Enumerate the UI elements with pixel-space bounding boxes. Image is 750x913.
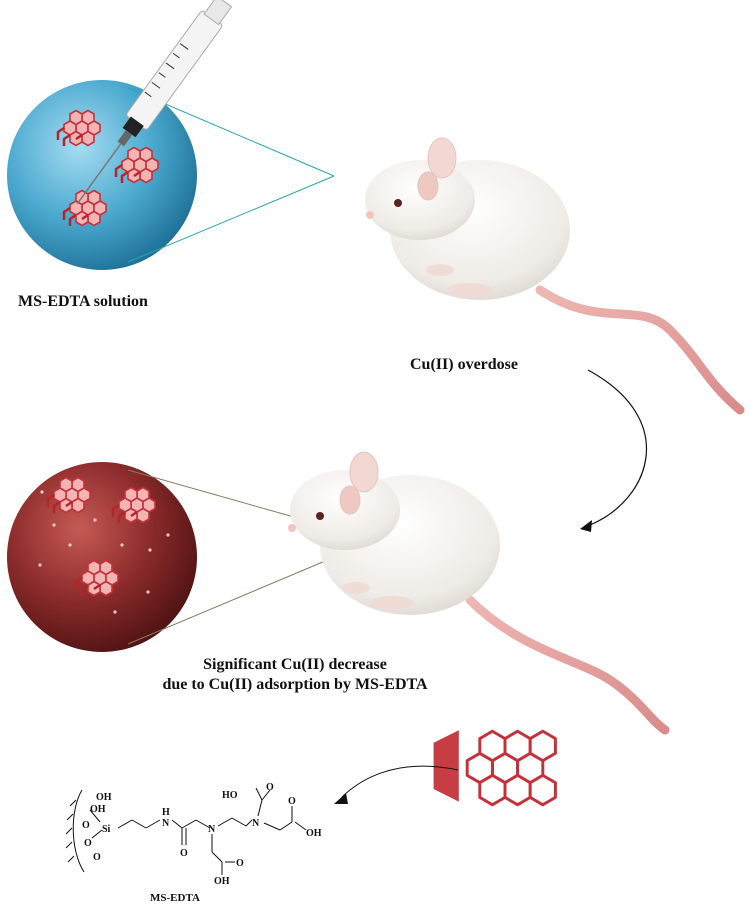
carboxyl-o-label: O: [288, 796, 296, 807]
decrease-caption: Significant Cu(II) decrease due to Cu(II…: [0, 655, 590, 695]
mouse-top: [365, 137, 745, 415]
carboxyl-ho-label: HO: [222, 790, 238, 801]
oh-label: OH: [90, 804, 106, 815]
oh-label: OH: [96, 792, 112, 803]
amide-n-label: N: [162, 818, 170, 829]
carbonyl-o-label: O: [180, 848, 188, 859]
oxygen-label: O: [82, 820, 90, 831]
copper-ion-dots: [38, 490, 170, 614]
solution-caption: MS-EDTA solution: [18, 293, 148, 310]
ms-edta-structure: OH OH O Si O O H N O N N HO O O OH O OH: [65, 782, 322, 887]
nitrogen-label: N: [208, 824, 216, 835]
decrease-caption-line1: Significant Cu(II) decrease: [203, 656, 387, 673]
compound-caption: MS-EDTA: [150, 892, 200, 904]
amide-h-label: H: [162, 807, 170, 818]
nitrogen-label: N: [252, 818, 260, 829]
carboxyl-o-label: O: [266, 782, 274, 793]
carboxyl-oh-label: OH: [214, 876, 230, 887]
curved-arrow-down: [580, 369, 647, 532]
ms-edta-solution-sphere: [7, 80, 197, 270]
mouse-bottom: [288, 451, 670, 735]
decrease-caption-line2: due to Cu(II) adsorption by MS-EDTA: [162, 676, 428, 693]
oxygen-label: O: [84, 838, 92, 849]
carboxyl-o-label: O: [236, 858, 244, 869]
mesoporous-silica-particle: [433, 729, 557, 807]
arrow-to-structure: [334, 765, 459, 804]
silicon-label: Si: [102, 824, 111, 835]
oxygen-label: O: [93, 852, 101, 863]
carboxyl-oh-label: OH: [306, 828, 322, 839]
overdose-caption: Cu(II) overdose: [410, 356, 518, 373]
syringe-icon: [76, 0, 233, 205]
cu-adsorbed-sphere: [7, 462, 197, 652]
